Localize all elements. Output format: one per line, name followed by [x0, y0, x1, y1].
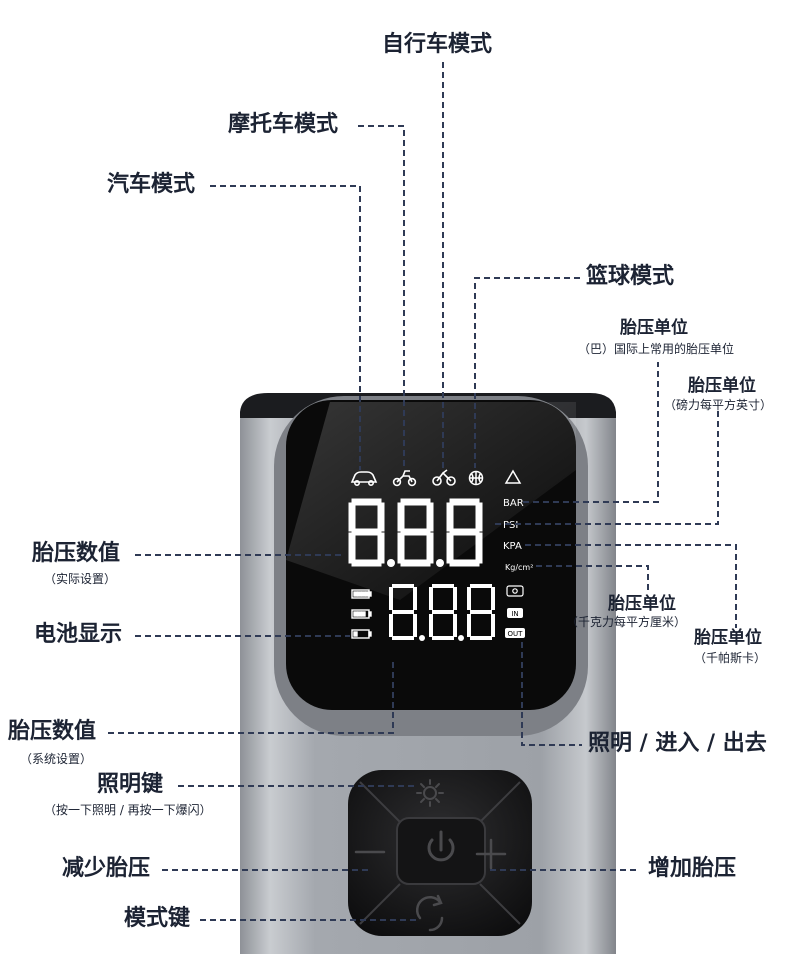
label-unit-kgcm2-note: （千克力每平方厘米） [566, 615, 687, 629]
label-pressure-actual: 胎压数值 [32, 541, 121, 566]
light-key-icon [416, 779, 444, 807]
label-car-mode: 汽车模式 [107, 172, 196, 197]
svg-text:OUT: OUT [508, 630, 524, 638]
label-light-key-note: （按一下照明 / 再按一下爆闪） [44, 803, 212, 817]
basketball-icon [468, 470, 484, 486]
label-pressure-set-note: （系统设置） [20, 752, 93, 766]
label-unit-bar-note: （巴）国际上常用的胎压单位 [578, 342, 735, 356]
upper-pressure-digits [348, 498, 483, 567]
light-icon [506, 585, 524, 597]
label-light-key: 照明键 [97, 772, 164, 797]
label-bicycle-mode: 自行车模式 [382, 32, 493, 57]
label-unit-bar: 胎压单位 [620, 318, 688, 338]
motorcycle-icon [392, 470, 417, 487]
lower-pressure-digits [389, 584, 495, 640]
bicycle-icon [432, 469, 456, 486]
label-basketball-mode: 篮球模式 [586, 264, 675, 289]
lcd-unit-kpa: KPA [503, 541, 522, 552]
lcd-unit-psi: PSI [503, 520, 518, 531]
label-pressure-set: 胎压数值 [8, 719, 97, 744]
label-motorcycle-mode: 摩托车模式 [228, 112, 339, 137]
label-unit-psi-note: （磅力每平方英寸） [664, 398, 773, 412]
label-unit-kgcm2: 胎压单位 [608, 594, 676, 614]
in-indicator [507, 608, 523, 618]
car-icon [350, 471, 378, 486]
mode-icon [415, 894, 444, 932]
label-mode-key: 模式键 [124, 906, 191, 931]
plus-icon [475, 838, 507, 870]
warning-icon [504, 469, 522, 484]
label-battery-display: 电池显示 [34, 622, 123, 647]
label-light-in-out: 照明 / 进入 / 出去 [588, 731, 767, 756]
svg-text:IN: IN [511, 610, 518, 618]
label-pressure-actual-note: （实际设置） [44, 572, 117, 586]
battery-icon [351, 589, 372, 639]
out-indicator [505, 628, 525, 638]
label-unit-kpa-note: （千帕斯卡） [694, 651, 767, 665]
power-icon [427, 830, 455, 862]
label-increase-pressure: 增加胎压 [648, 856, 737, 881]
lcd-unit-kgcm2: Kg/cm² [505, 563, 533, 572]
label-decrease-pressure: 减少胎压 [62, 856, 151, 881]
label-unit-psi: 胎压单位 [688, 376, 756, 396]
lcd-unit-bar: BAR [503, 498, 524, 509]
label-unit-kpa: 胎压单位 [694, 628, 762, 648]
